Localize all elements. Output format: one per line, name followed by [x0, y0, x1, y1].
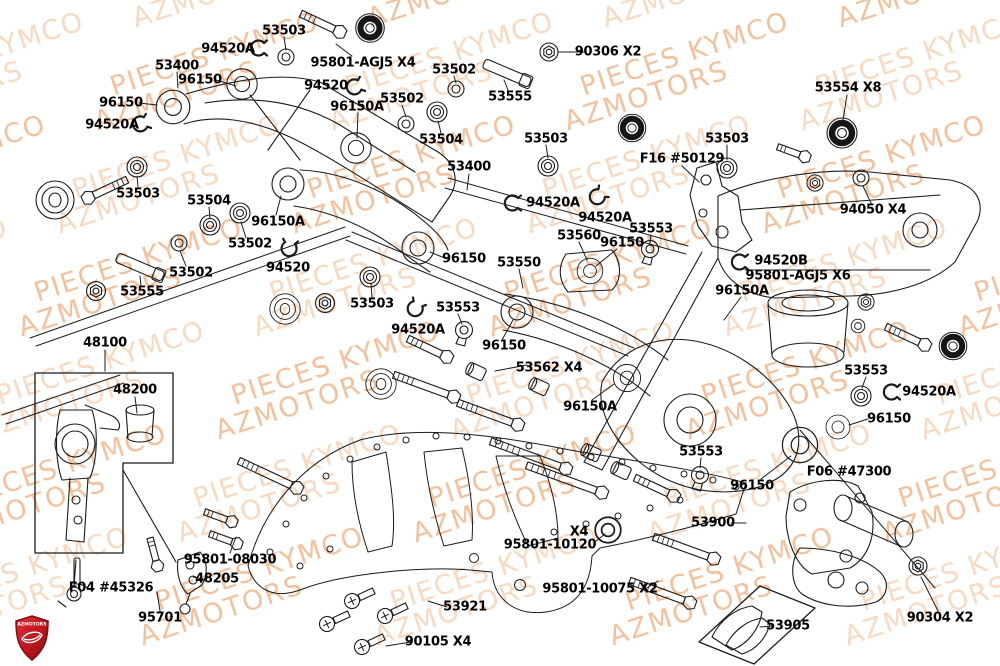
logo-text: AZMOTORS [17, 622, 46, 628]
rear-arm-art [500, 249, 669, 397]
lower-swingarm-art [293, 169, 449, 273]
rear-frame-art [583, 161, 981, 471]
logo-shield [15, 615, 49, 661]
leader-lines [79, 36, 939, 647]
bracket-art [176, 551, 207, 615]
azmotors-logo: AZMOTORS [15, 615, 49, 661]
fasteners-art [35, 6, 967, 658]
axle-housing-art [600, 338, 851, 493]
caliper-art [698, 429, 936, 665]
disc-guard-art [247, 431, 747, 614]
logo-swoosh [21, 631, 43, 644]
upper-swingarm-art [155, 68, 456, 223]
